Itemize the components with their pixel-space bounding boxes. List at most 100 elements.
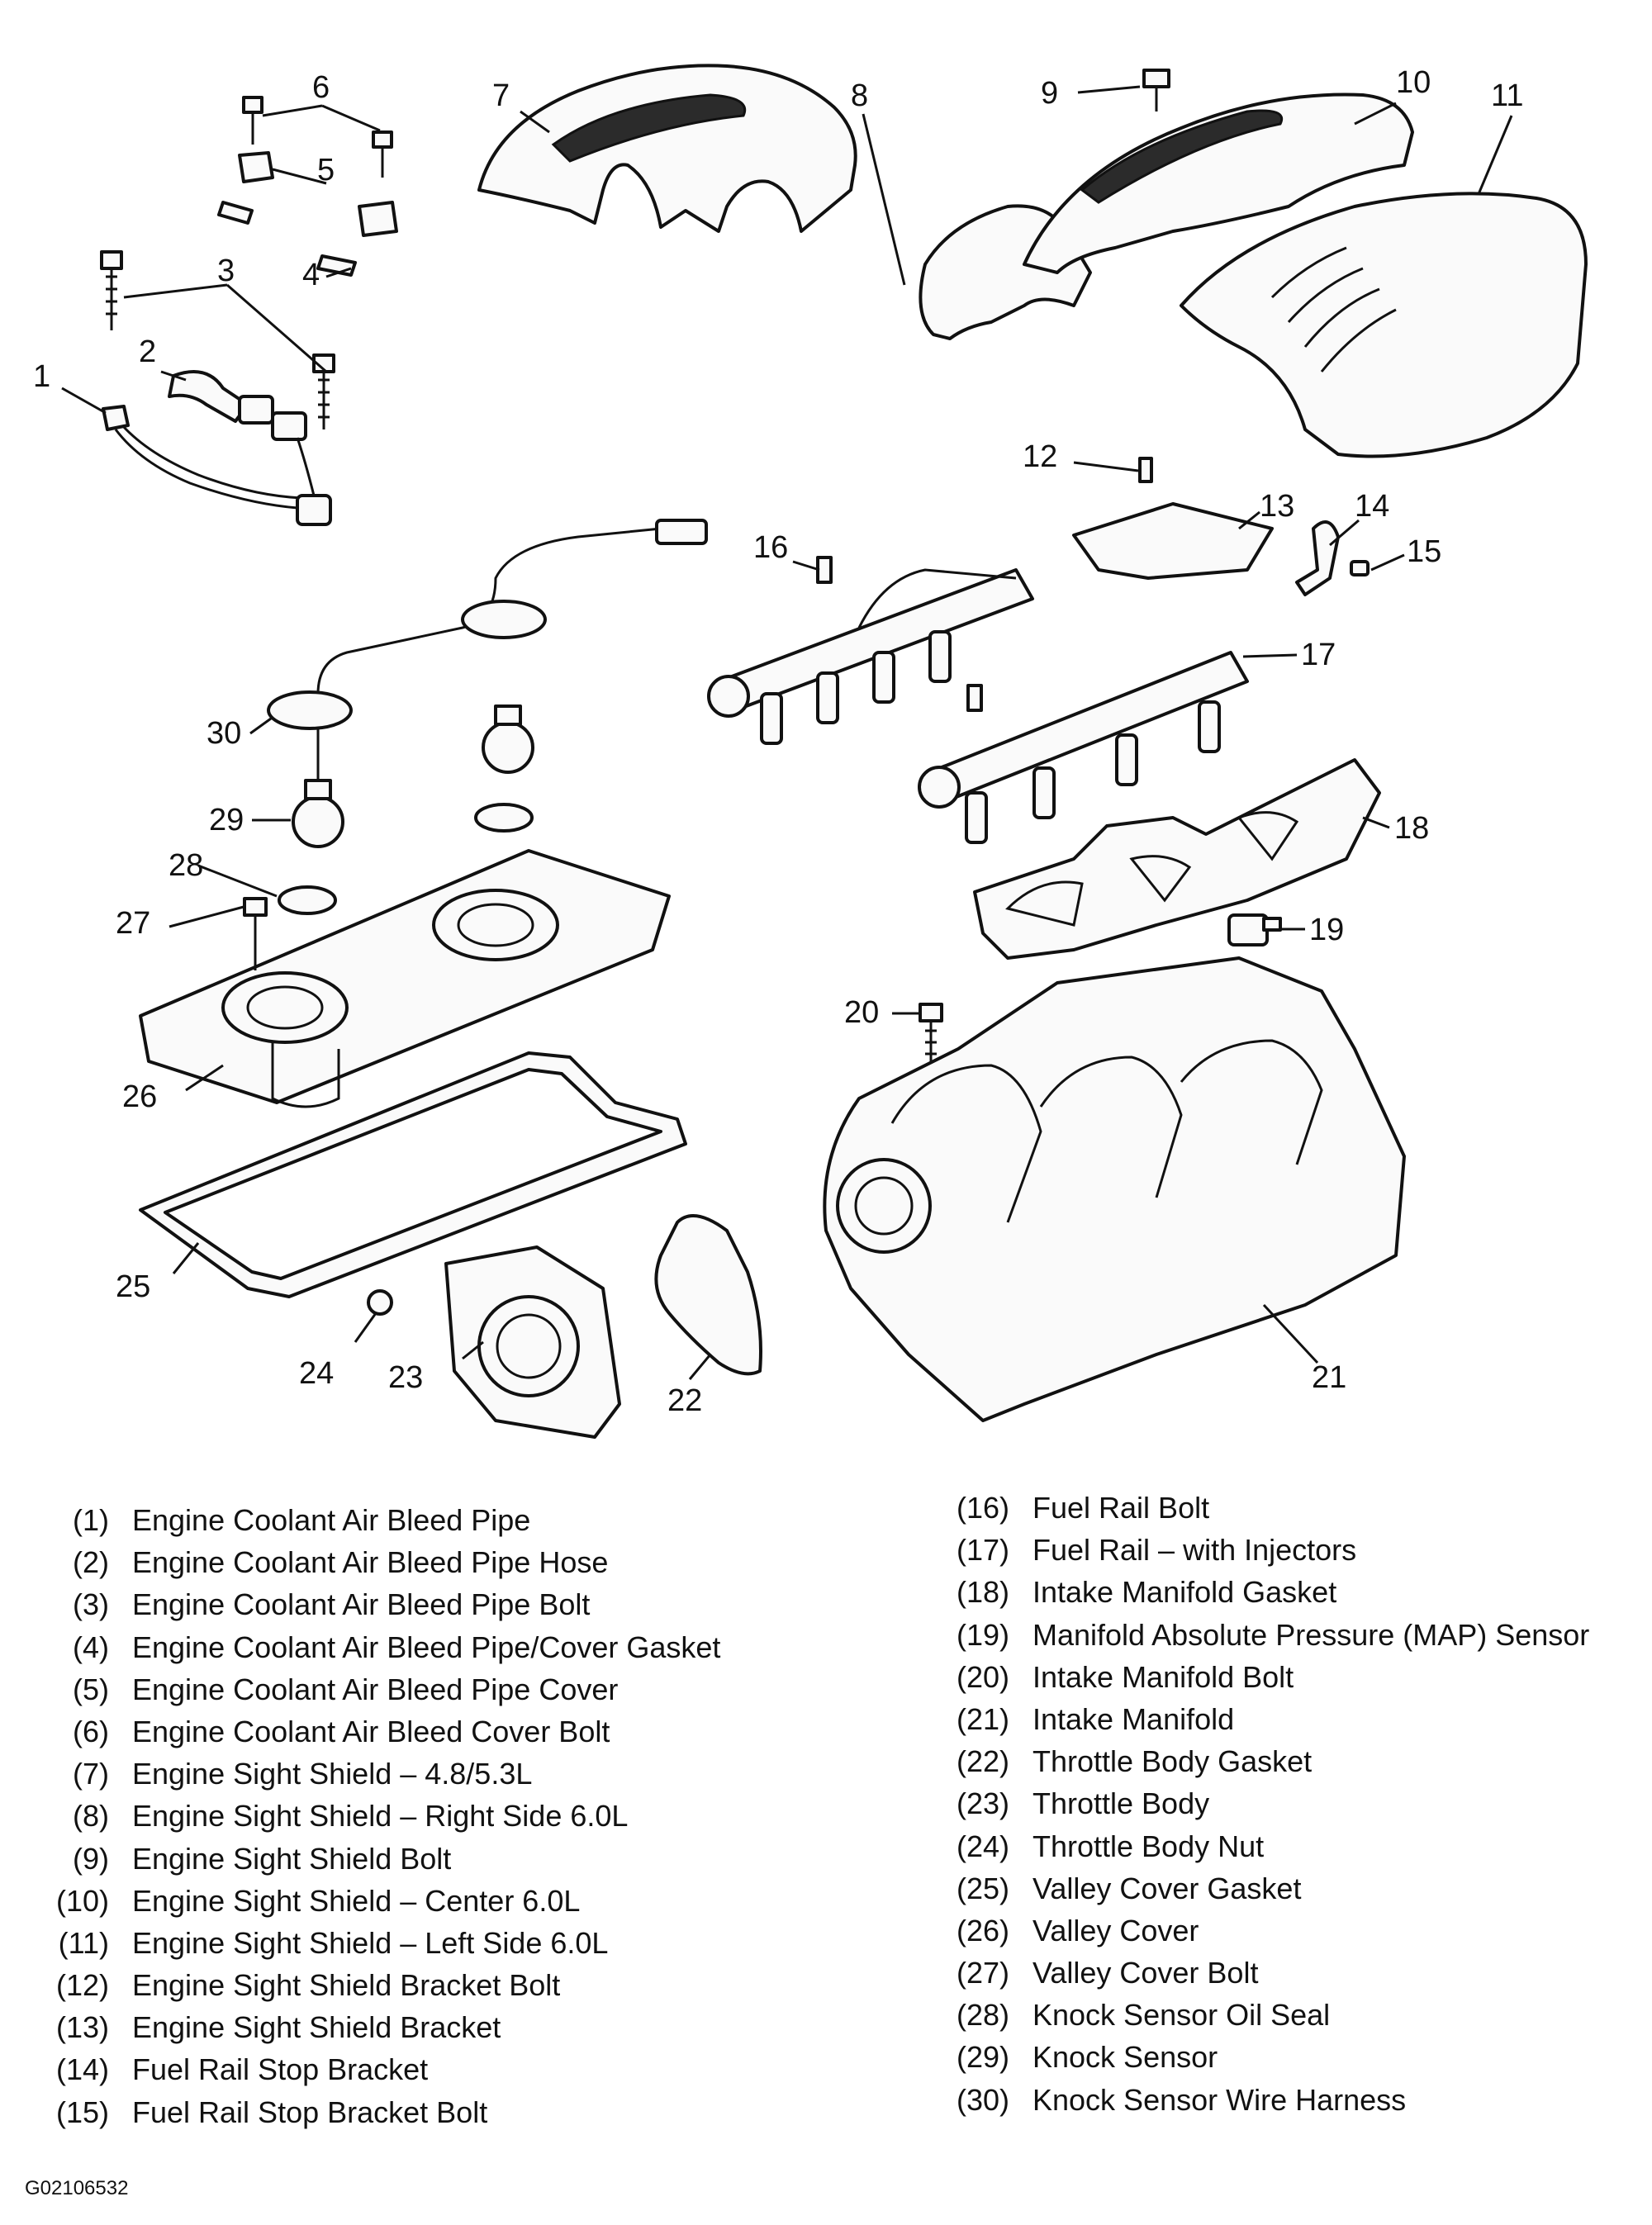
legend-num: (11) xyxy=(58,1925,109,1960)
callout-9: 9 xyxy=(1041,76,1058,111)
legend-item: (7)Engine Sight Shield – 4.8/5.3L xyxy=(23,1753,849,1795)
callout-29: 29 xyxy=(209,803,244,837)
legend-num: (2) xyxy=(73,1545,109,1580)
legend-num: (25) xyxy=(956,1871,1009,1905)
legend-label: Engine Sight Shield – 4.8/5.3L xyxy=(132,1757,533,1791)
callout-20: 20 xyxy=(844,995,879,1030)
legend-label: Engine Sight Shield Bolt xyxy=(132,1841,452,1876)
part-intake-manifold-bolt xyxy=(919,1003,943,1064)
callout-13: 13 xyxy=(1260,489,1294,524)
legend-item: (1) Engine Coolant Air Bleed Pipe xyxy=(23,1499,849,1541)
legend-item: (27)Valley Cover Bolt xyxy=(923,1952,1634,1994)
legend-label: Throttle Body Gasket xyxy=(1032,1744,1313,1779)
callout-19: 19 xyxy=(1309,913,1344,947)
part-coolant-bleed-hose xyxy=(168,370,316,496)
legend-num: (1) xyxy=(73,1503,109,1537)
part-throttle-body-gasket xyxy=(654,1214,762,1376)
legend-item: (16)Fuel Rail Bolt xyxy=(923,1487,1634,1529)
legend-label: Intake Manifold Bolt xyxy=(1032,1659,1294,1694)
legend-item: (24) Throttle Body Nut xyxy=(923,1825,1634,1867)
part-knock-sensor xyxy=(292,705,534,848)
callout-25: 25 xyxy=(116,1269,150,1304)
part-intake-manifold xyxy=(823,956,1406,1422)
legend-right-column: (16)Fuel Rail Bolt (17) Fuel Rail – with … xyxy=(923,1487,1634,2121)
legend-num: (21) xyxy=(956,1701,1009,1736)
callout-24: 24 xyxy=(299,1356,334,1391)
legend-item: (30)Knock Sensor Wire Harness xyxy=(923,2079,1634,2121)
callout-4: 4 xyxy=(302,258,320,292)
legend-num: (10) xyxy=(55,1883,109,1918)
part-map-sensor xyxy=(1227,913,1282,946)
legend-item: (5) Engine Coolant Air Bleed Pipe Cover xyxy=(23,1668,849,1710)
legend-item: (15)Fuel Rail Stop Bracket Bolt xyxy=(23,2091,849,2133)
legend-item: (6) Engine Coolant Air Bleed Cover Bolt xyxy=(23,1710,849,1753)
legend-label: Fuel Rail – with Injectors xyxy=(1032,1533,1357,1568)
part-sight-shield-bracket xyxy=(1072,457,1274,580)
legend-label: Throttle Body xyxy=(1032,1786,1210,1821)
part-coolant-bleed-cover xyxy=(238,151,398,237)
exploded-view-diagram: 1 2 3 4 5 6 7 8 9 10 11 12 13 14 15 16 1… xyxy=(33,64,1588,1439)
legend-num: (13) xyxy=(55,2010,109,2045)
legend-num: (24) xyxy=(956,1829,1009,1863)
part-fuel-injectors xyxy=(760,630,1221,844)
callout-30: 30 xyxy=(206,716,241,751)
part-valley-cover-bolt xyxy=(243,897,268,970)
callout-labels: 1 2 3 4 5 6 7 8 9 10 11 12 13 14 15 16 1… xyxy=(33,65,1523,1418)
legend-label: Fuel Rail Stop Bracket xyxy=(132,2052,429,2087)
callout-14: 14 xyxy=(1355,489,1389,524)
legend-num: (9) xyxy=(73,1841,109,1876)
callout-23: 23 xyxy=(388,1360,423,1395)
legend-item: (17) Fuel Rail – with Injectors xyxy=(923,1529,1634,1571)
legend-label: Throttle Body Nut xyxy=(1032,1829,1265,1863)
part-fuel-rail xyxy=(707,556,1249,809)
callout-1: 1 xyxy=(33,359,50,394)
callout-15: 15 xyxy=(1407,534,1441,569)
legend-label: Intake Manifold Gasket xyxy=(1032,1575,1337,1610)
callout-2: 2 xyxy=(139,334,156,369)
part-fuel-rail-stop-bracket xyxy=(1295,520,1370,596)
legend-num: (6) xyxy=(73,1714,109,1748)
part-throttle-body xyxy=(444,1245,621,1439)
legend-item: (29) Knock Sensor xyxy=(923,2036,1634,2078)
legend-num: (20) xyxy=(956,1659,1009,1694)
legend-num: (22) xyxy=(956,1744,1009,1779)
part-valley-cover xyxy=(139,849,671,1108)
legend-num: (14) xyxy=(55,2052,109,2087)
legend-label: Intake Manifold xyxy=(1032,1701,1235,1736)
legend-item: (3)Engine Coolant Air Bleed Pipe Bolt xyxy=(23,1583,849,1625)
legend-item: (2)Engine Coolant Air Bleed Pipe Hose xyxy=(23,1541,849,1583)
legend-num: (29) xyxy=(956,2040,1009,2075)
part-intake-manifold-gasket xyxy=(973,758,1381,960)
legend-label: Manifold Absolute Pressure (MAP) Sensor xyxy=(1032,1617,1590,1652)
callout-5: 5 xyxy=(317,153,335,187)
callout-28: 28 xyxy=(169,848,203,883)
legend-label: Engine Coolant Air Bleed Cover Bolt xyxy=(132,1714,610,1748)
legend-label: Engine Coolant Air Bleed Pipe Cover xyxy=(132,1672,619,1706)
part-knock-sensor-oil-seal xyxy=(278,803,534,915)
part-valley-cover-gasket xyxy=(139,1051,687,1298)
legend-num: (3) xyxy=(73,1587,109,1622)
legend-label: Engine Coolant Air Bleed Pipe/Cover Gask… xyxy=(132,1630,721,1664)
legend-label: Knock Sensor xyxy=(1032,2040,1218,2075)
legend-item: (18)Intake Manifold Gasket xyxy=(923,1571,1634,1613)
callout-11: 11 xyxy=(1491,78,1523,113)
legend-num: (17) xyxy=(956,1533,1009,1568)
legend-item: (9) Engine Sight Shield Bolt xyxy=(23,1838,849,1880)
legend-num: (5) xyxy=(73,1672,109,1706)
callout-26: 26 xyxy=(122,1079,157,1114)
part-coolant-bleed-gasket xyxy=(217,201,357,277)
part-sight-shield-4.8-5.3 xyxy=(477,64,857,233)
part-sight-shield-center-6.0 xyxy=(1023,93,1414,274)
legend-num: (19) xyxy=(956,1617,1009,1652)
legend-label: Engine Coolant Air Bleed Pipe xyxy=(132,1503,531,1537)
figure-id: G02106532 xyxy=(25,2177,129,2199)
callout-12: 12 xyxy=(1023,439,1057,474)
legend-item: (26)Valley Cover xyxy=(923,1910,1634,1952)
legend-num: (28) xyxy=(956,1998,1009,2033)
legend-item: (11)Engine Sight Shield – Left Side 6.0L xyxy=(23,1922,849,1964)
legend-label: Engine Sight Shield – Center 6.0L xyxy=(132,1883,581,1918)
callout-3: 3 xyxy=(217,254,235,288)
callout-17: 17 xyxy=(1301,638,1336,672)
legend-item: (25)Valley Cover Gasket xyxy=(923,1867,1634,1910)
legend-item: (8)Engine Sight Shield – Right Side 6.0L xyxy=(23,1795,849,1837)
